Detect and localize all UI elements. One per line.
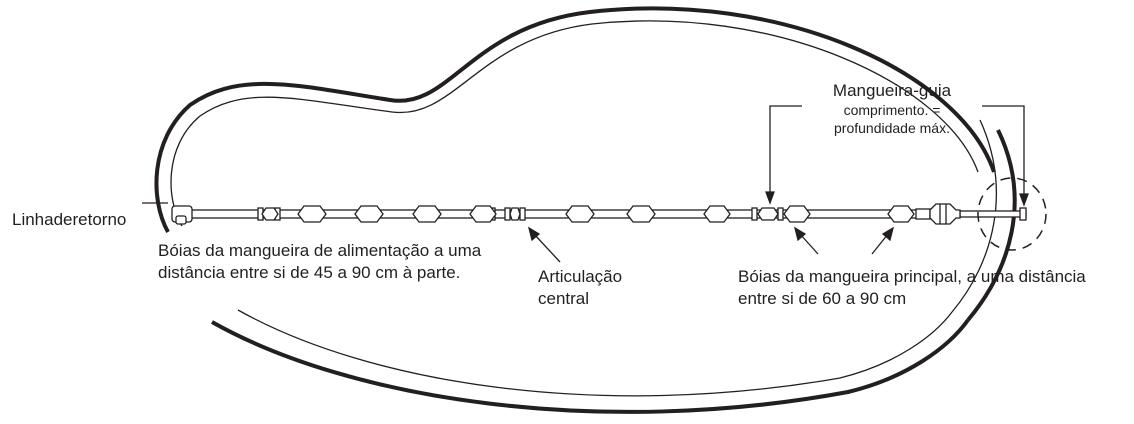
central-joint-label-line2: central [538,289,590,308]
hose-regulator-body [929,203,961,225]
hose-float [565,205,595,223]
feed-hose-floats-label-line2: distância entre si de 45 a 90 cm à parte… [158,263,461,282]
leader-hose-highlight-circle [977,177,1047,251]
hose-regulator [915,208,931,220]
central-joint-arrow [527,226,561,263]
pool-wall-outer [154,6,996,233]
feed-hose-floats-label-line1: Bóias da mangueira de alimentação a uma [158,241,482,260]
coupling [751,207,758,221]
pool-wall-bottom-inner [237,309,953,397]
coupling [504,207,511,221]
hose-float [757,207,779,221]
pool-wall-inner [170,20,979,227]
hose-float [509,207,521,221]
hose-float [261,207,279,221]
hose-float [354,205,384,223]
leader-hose-bracket [765,105,1029,207]
hose-float [297,205,327,223]
leader-hose-depth-note: profundidade máx. [834,120,950,136]
pool-wall-right-outer [966,129,1017,322]
hose-float [412,205,442,223]
hose-float [626,205,656,223]
main-floats-arrows [793,226,895,255]
hose-tube-end [959,210,1027,218]
central-joint-label-line1: Articulação [538,267,623,286]
main-hose-floats-label-line1: Bóias da mangueira principal, a uma dist… [738,267,1086,286]
hose-float [887,205,915,223]
leader-hose-title: Mangueira-guia [832,81,952,100]
leader-hose-end [1019,207,1027,221]
hose-float [469,205,497,223]
pool-wall-bottom-outer [211,318,970,414]
return-line-label: Linhaderetorno [12,210,127,229]
leader-hose-length-note: comprimento. = [843,102,941,118]
hose-float [783,205,811,223]
main-hose-floats-label-line2: entre si de 60 a 90 cm [738,289,907,308]
hose-float [703,205,731,223]
hose-assembly [171,203,1027,225]
coupling [519,207,526,221]
pool-wall-right-inner [951,119,997,313]
